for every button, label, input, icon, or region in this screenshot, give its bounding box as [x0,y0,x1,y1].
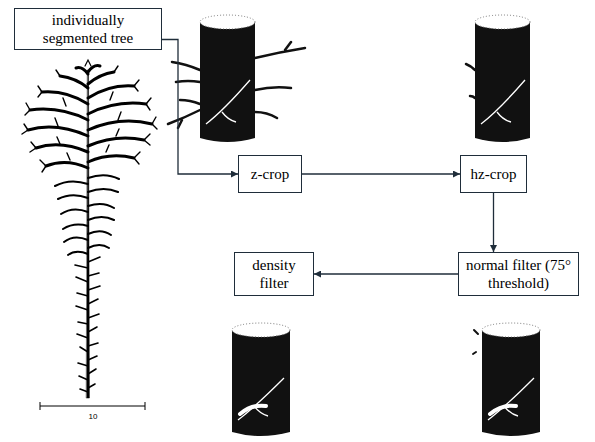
flow-arrow [493,193,494,252]
process-box: individually segmented tree [14,8,162,50]
process-box: density filter [234,252,314,296]
process-box: z-crop [238,155,302,193]
flow-arrow [302,173,460,174]
box-text: hz-crop [471,165,517,183]
z-crop-stem [168,15,305,142]
box-text: density filter [241,256,307,292]
normal-filtered-stem [473,323,540,436]
box-text: individually segmented tree [21,11,155,47]
tree-point-cloud [22,60,157,398]
flow-arrow [162,40,238,175]
box-text: normal filter (75° threshold) [465,256,572,292]
scale-bar [40,402,145,410]
density-filtered-stem [232,323,290,436]
flow-arrow [314,273,458,274]
hz-crop-stem [466,15,530,142]
process-box: normal filter (75° threshold) [458,252,579,296]
process-box: hz-crop [460,155,527,193]
scale-label: 10 [88,412,99,421]
box-text: z-crop [251,165,289,183]
